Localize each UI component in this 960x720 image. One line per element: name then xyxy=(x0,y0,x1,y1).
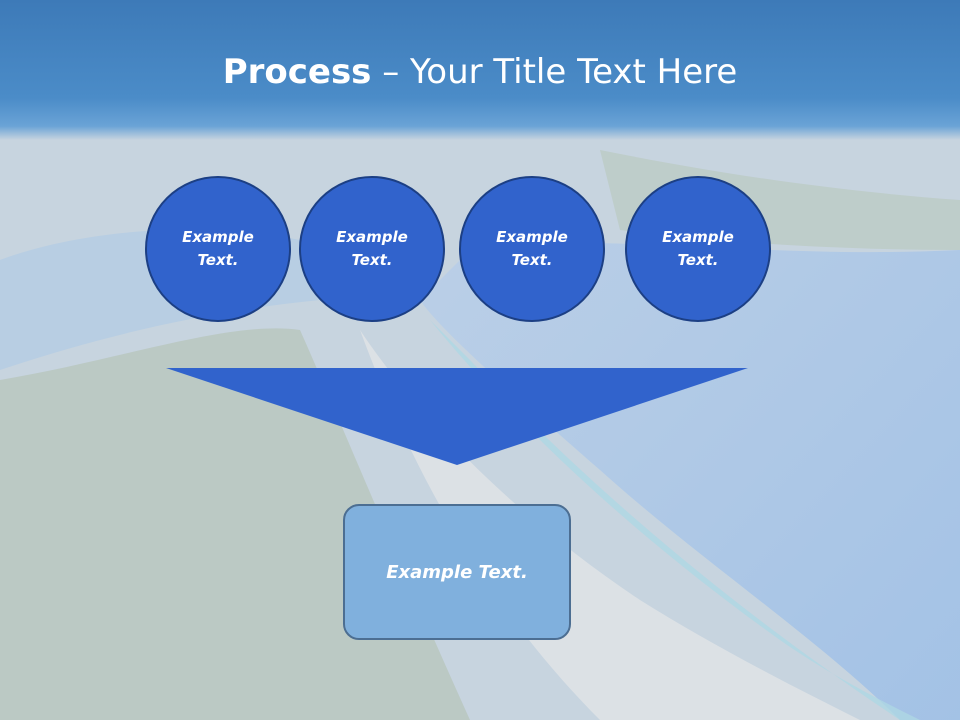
slide-title: Process – Your Title Text Here xyxy=(0,52,960,92)
title-rest: – Your Title Text Here xyxy=(371,52,738,92)
result-label: Example Text. xyxy=(386,561,528,583)
result-box[interactable]: Example Text. xyxy=(343,504,571,640)
title-band xyxy=(0,0,960,140)
funnel-arrow xyxy=(166,368,748,465)
title-bold: Process xyxy=(222,52,372,92)
